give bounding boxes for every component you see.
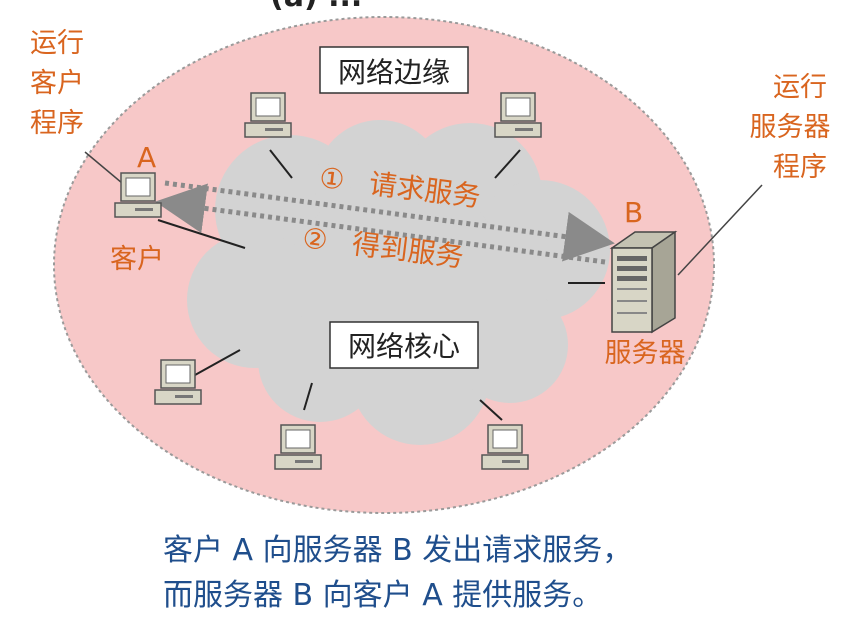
client-letter: A xyxy=(137,141,156,174)
server-name: 服务器 xyxy=(605,338,686,369)
network-core-label: 网络核心 xyxy=(348,330,460,363)
client-run-label-line1: 运行 xyxy=(30,28,84,59)
edge-host-icon xyxy=(494,92,542,138)
client-name: 客户 xyxy=(110,244,164,275)
response-step-number: ② xyxy=(301,221,330,257)
client-run-label-line3: 程序 xyxy=(30,108,84,139)
request-step-number: ① xyxy=(317,161,346,197)
client-run-label-line2: 客户 xyxy=(30,68,84,99)
edge-host-icon xyxy=(274,424,322,470)
server-run-label-line2: 服务器 xyxy=(750,112,831,143)
top-cropped-text: (a) ... xyxy=(270,0,362,14)
network-edge-label: 网络边缘 xyxy=(338,56,450,89)
server-letter: B xyxy=(624,196,643,229)
request-arrow xyxy=(164,180,615,262)
server-leader-line xyxy=(677,184,763,276)
server-icon xyxy=(609,230,678,334)
server-run-label-line1: 运行 xyxy=(773,72,827,103)
client-computer-icon xyxy=(114,172,162,218)
edge-host-icon xyxy=(154,359,202,405)
server-run-label-line3: 程序 xyxy=(773,152,827,183)
network-edge-label-box xyxy=(319,46,469,94)
response-arrow xyxy=(155,183,606,265)
edge-host-icon xyxy=(244,92,292,138)
edge-host-icon xyxy=(481,424,529,470)
caption-line-1: 客户 A 向服务器 B 发出请求服务， xyxy=(163,533,632,568)
network-core-label-box xyxy=(329,321,479,369)
caption-line-2: 而服务器 B 向客户 A 提供服务。 xyxy=(163,578,602,613)
